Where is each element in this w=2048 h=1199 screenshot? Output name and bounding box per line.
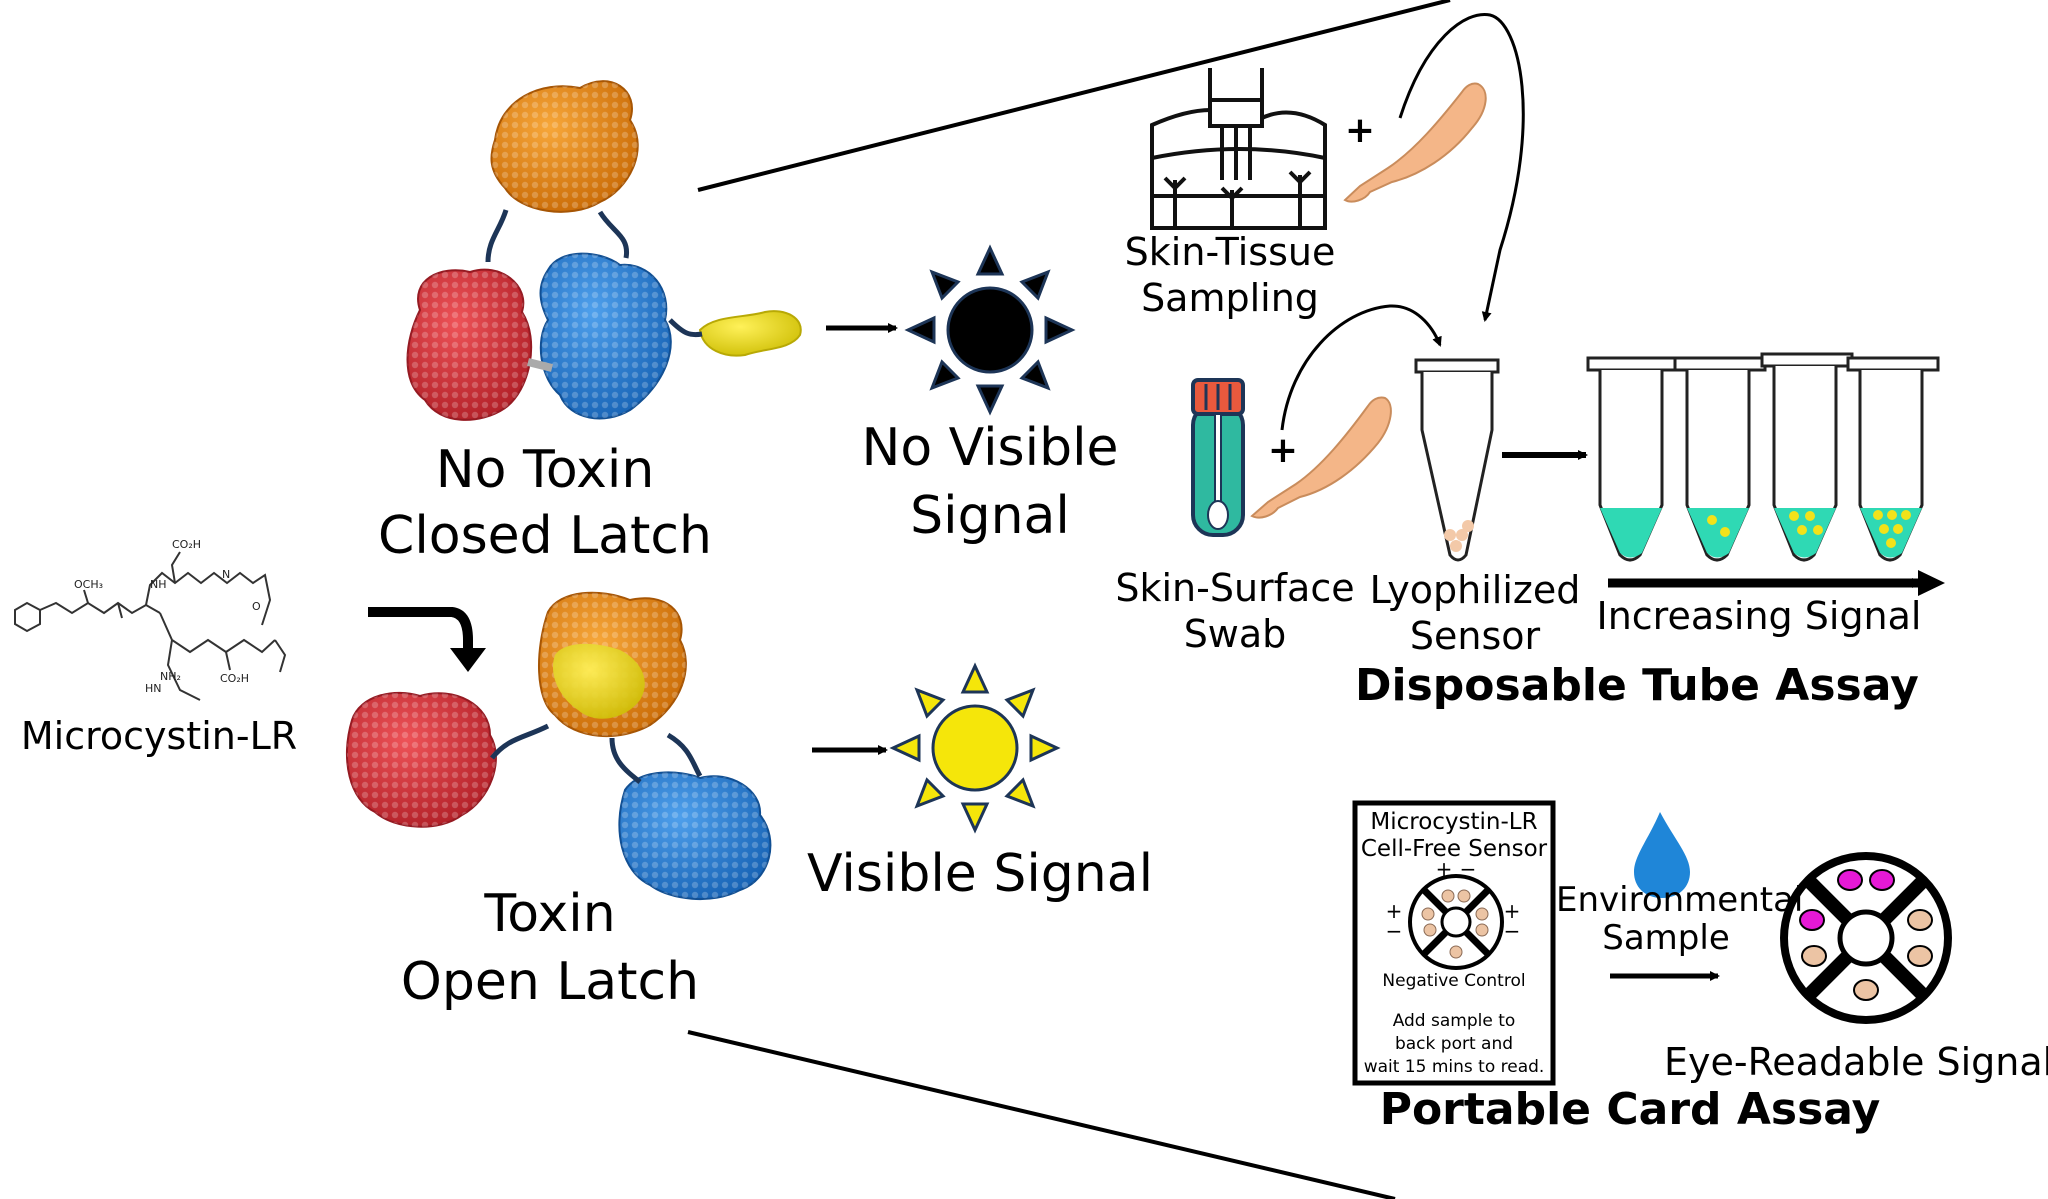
swab-to-tube-arrow — [1280, 304, 1442, 431]
card-minus-left: − — [1386, 919, 1403, 943]
microcystin-structure — [14, 551, 287, 701]
toxin-binding-arrow — [368, 607, 473, 650]
lyophilized-label: Lyophilized — [1369, 568, 1581, 612]
struct-label-co2h-bottom: CO₂H — [220, 672, 249, 685]
struct-label-n: N — [222, 568, 230, 581]
card-minus-right: − — [1504, 919, 1521, 943]
card-plus-right: + — [1504, 899, 1521, 923]
skin-surface-label: Skin-Surface — [1115, 566, 1355, 610]
readout-tube-1 — [1586, 356, 1680, 562]
sensor-card — [1352, 800, 1556, 1086]
struct-label-hn: HN — [145, 682, 162, 695]
increasing-signal-arrow-head — [1918, 570, 1945, 596]
visible-signal-label: Visible Signal — [806, 844, 1154, 904]
card-instruction-3: wait 15 mins to read. — [1363, 1057, 1545, 1077]
readout-disc — [1780, 852, 1952, 1024]
sample-label: Sample — [1602, 918, 1730, 958]
environmental-label: Environmental — [1556, 880, 1804, 920]
tissue-to-tube-arrow — [1398, 12, 1525, 322]
dark-sun-icon — [904, 244, 1076, 416]
readout-tube-2 — [1673, 356, 1767, 562]
negative-control-label: Negative Control — [1382, 971, 1526, 991]
toxin-binding-arrow-head — [450, 648, 486, 672]
open-latch-protein — [345, 591, 772, 901]
sampling-label: Sampling — [1141, 276, 1319, 320]
readout-tube-4 — [1846, 356, 1940, 562]
microcystin-label: Microcystin-LR — [20, 714, 298, 758]
card-instruction-2: back port and — [1394, 1034, 1514, 1054]
struct-label-co2h-top: CO₂H — [172, 538, 201, 551]
arm-icon-swab — [1250, 396, 1392, 519]
toxin-label: Toxin — [484, 884, 616, 944]
water-drop-icon — [1634, 812, 1690, 898]
open-latch-label: Open Latch — [400, 952, 700, 1012]
swab-label: Swab — [1183, 612, 1287, 656]
card-title-line1: Microcystin-LR — [1370, 809, 1538, 835]
card-plus-top: + — [1436, 857, 1453, 881]
plus-swab: + — [1268, 430, 1298, 471]
lyophilized-sensor-tube — [1414, 358, 1500, 562]
zoom-line-top — [697, 0, 1451, 192]
portable-card-assay-title: Portable Card Assay — [1379, 1084, 1881, 1135]
card-minus-top: − — [1460, 857, 1477, 881]
card-plus-left: + — [1386, 899, 1403, 923]
disposable-tube-assay-title: Disposable Tube Assay — [1355, 660, 1919, 711]
card-sign-labels: + − + − + − — [1386, 857, 1521, 943]
struct-label-nh2: NH₂ — [160, 670, 181, 683]
readout-tube-3 — [1760, 352, 1854, 562]
arm-icon-top — [1343, 82, 1487, 203]
increasing-signal-label: Increasing Signal — [1596, 594, 1922, 638]
sensor-label: Sensor — [1409, 614, 1541, 658]
structure-atom-labels: CO₂H OCH₃ CO₂H NH HN NH₂ N O — [74, 538, 261, 695]
no-toxin-label: No Toxin — [435, 440, 655, 500]
no-visible-label: No Visible — [861, 418, 1119, 478]
no-signal-label: Signal — [910, 486, 1070, 546]
eye-readable-signal-label: Eye-Readable Signal — [1664, 1040, 2048, 1084]
struct-label-o: O — [252, 600, 261, 613]
card-title-line2: Cell-Free Sensor — [1360, 836, 1548, 862]
closed-latch-label: Closed Latch — [378, 506, 712, 566]
skin-tissue-label: Skin-Tissue — [1124, 230, 1336, 274]
card-instruction-1: Add sample to — [1392, 1011, 1516, 1031]
skin-tissue-icon — [1150, 68, 1327, 230]
zoom-line-bottom — [687, 1030, 1396, 1199]
readout-tubes — [1586, 352, 1940, 562]
swab-tube-icon — [1191, 378, 1245, 537]
closed-latch-protein — [406, 80, 802, 421]
struct-label-och3: OCH₃ — [74, 578, 103, 591]
plus-top: + — [1345, 110, 1375, 151]
struct-label-nh: NH — [150, 578, 167, 591]
bright-sun-icon — [889, 662, 1061, 834]
